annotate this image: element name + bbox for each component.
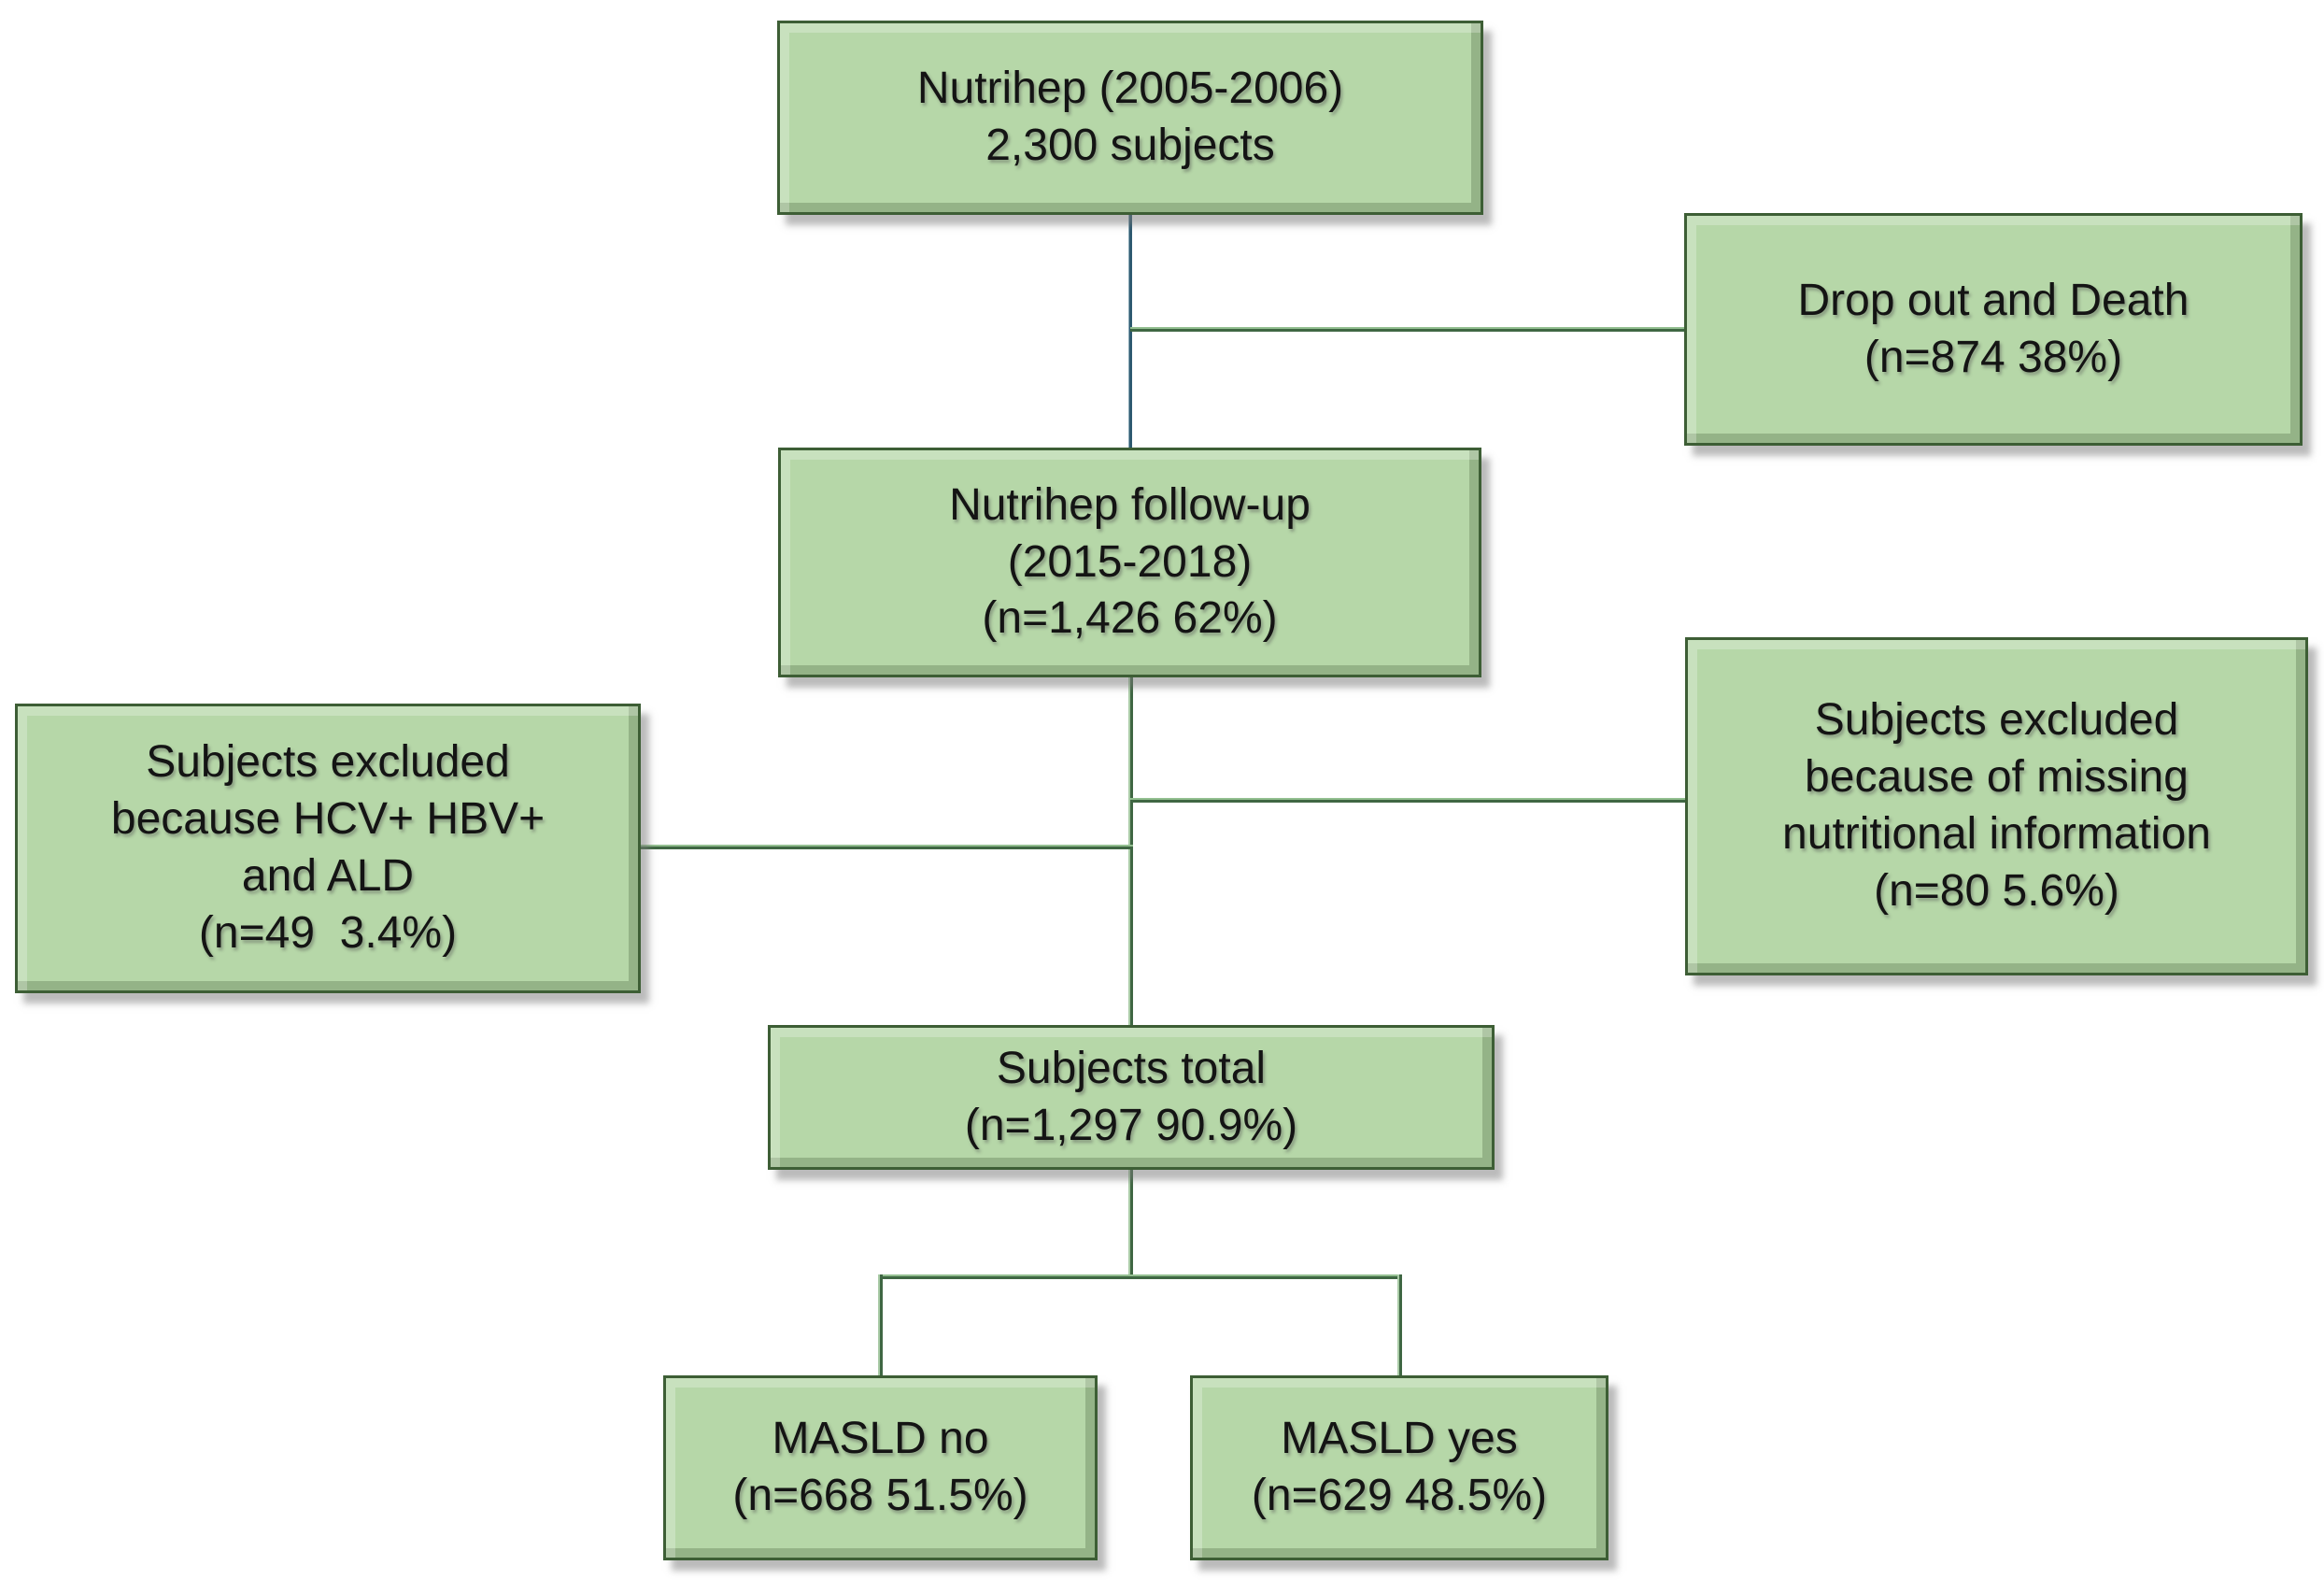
connector-split-to-masld-no bbox=[878, 1274, 883, 1375]
box-text-line: 2,300 subjects bbox=[985, 121, 1275, 170]
box-text-line: Subjects excluded bbox=[146, 737, 510, 788]
box-text-line: and ALD bbox=[241, 851, 415, 901]
box-nutrihep-baseline: Nutrihep (2005-2006) 2,300 subjects bbox=[777, 21, 1483, 215]
box-text-line: (n=668 51.5%) bbox=[732, 1471, 1028, 1520]
box-text-line: Nutrihep (2005-2006) bbox=[916, 64, 1344, 114]
box-text-line: (n=80 5.6%) bbox=[1874, 865, 2119, 916]
box-masld-yes: MASLD yes (n=629 48.5%) bbox=[1190, 1375, 1608, 1560]
connector-total-down-stub bbox=[1128, 1170, 1133, 1276]
box-nutrihep-followup: Nutrihep follow-up (2015-2018) (n=1,426 … bbox=[778, 448, 1481, 677]
connector-branch-to-excluded-hcv bbox=[641, 845, 1133, 849]
box-subjects-total: Subjects total (n=1,297 90.9%) bbox=[768, 1025, 1495, 1170]
connector-branch-to-dropout bbox=[1130, 327, 1684, 332]
box-text-line: (n=629 48.5%) bbox=[1251, 1471, 1548, 1520]
box-text-line: Subjects total bbox=[996, 1043, 1267, 1093]
box-text-line: because of missing bbox=[1805, 752, 2189, 803]
box-text-line: Subjects excluded bbox=[1814, 695, 2179, 746]
box-excluded-hcv-hbv-ald: Subjects excluded because HCV+ HBV+ and … bbox=[15, 704, 641, 993]
box-masld-no: MASLD no (n=668 51.5%) bbox=[663, 1375, 1098, 1560]
box-text-line: because HCV+ HBV+ bbox=[110, 794, 546, 845]
box-excluded-missing-nutrition: Subjects excluded because of missing nut… bbox=[1685, 637, 2308, 975]
box-drop-out-death: Drop out and Death (n=874 38%) bbox=[1684, 213, 2303, 446]
box-text-line: Nutrihep follow-up bbox=[949, 479, 1311, 530]
box-text-line: MASLD no bbox=[772, 1414, 989, 1464]
box-text-line: (n=874 38%) bbox=[1863, 332, 2123, 382]
connector-followup-to-total bbox=[1128, 677, 1133, 1027]
connector-split-to-masld-yes bbox=[1397, 1274, 1402, 1375]
box-text-line: (n=1,426 62%) bbox=[982, 593, 1278, 644]
box-text-line: Drop out and Death bbox=[1797, 275, 2189, 325]
box-text-line: nutritional information bbox=[1782, 809, 2211, 859]
connector-branch-to-excluded-nutrition bbox=[1130, 798, 1685, 803]
connector-split-bar bbox=[878, 1274, 1402, 1279]
box-text-line: (n=49 3.4%) bbox=[198, 907, 458, 958]
box-text-line: (2015-2018) bbox=[1007, 536, 1253, 587]
connector-nutrihep-to-followup bbox=[1128, 215, 1132, 448]
box-text-line: (n=1,297 90.9%) bbox=[964, 1100, 1298, 1150]
box-text-line: MASLD yes bbox=[1281, 1414, 1518, 1464]
